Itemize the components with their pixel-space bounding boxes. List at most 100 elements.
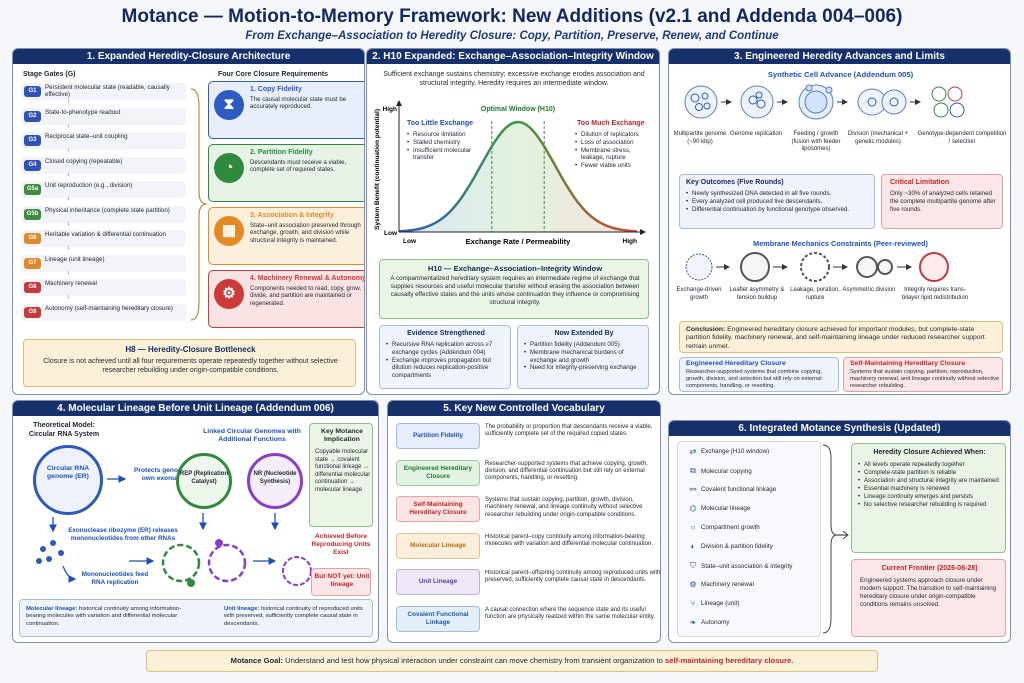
gate-label: Physical inheritance (complete state par… — [45, 206, 170, 214]
list-item: Exchange improves propagation but diluti… — [386, 357, 508, 380]
list-item: Partition fidelity (Addendum 005) — [524, 341, 646, 349]
key-outcomes-list: Newly synthesized DNA detected in all fi… — [686, 190, 872, 213]
too-much-title: Too Much Exchange — [577, 120, 645, 127]
list-item: Association and structural integrity are… — [858, 477, 1002, 485]
step-label: Division (mechanical + genetic modules) — [847, 131, 909, 145]
current-frontier-title: Current Frontier (2026-08-28) — [881, 565, 978, 572]
gate-badge: G7 — [24, 257, 41, 269]
self-maintaining-title: Self-Maintaining Hereditary Closure — [850, 360, 966, 367]
membrane-step-label: Exchange-driven growth — [676, 287, 722, 301]
critical-limitation-text: Only ~30% of analyzed cells retained the… — [890, 190, 996, 213]
step-label: Genotype-dependent competition / selecti… — [917, 131, 1007, 145]
membrane-step-label: Integrity requires trans-bilayer lipid r… — [901, 287, 969, 301]
down-arrow-icon: ↓ — [67, 220, 70, 227]
copy-icon: ⧉ — [690, 466, 696, 475]
h10-intro: Sufficient exchange sustains chemistry; … — [383, 71, 645, 88]
benefit-curve — [398, 120, 638, 233]
replication-cell-icon — [740, 85, 774, 119]
synthesis-label: Molecular copying — [701, 467, 752, 475]
gate-badge: G6 — [24, 233, 41, 244]
requirement-title: 2. Partition Fidelity — [250, 149, 313, 156]
compartment-icon: ○ — [690, 523, 696, 532]
synthesis-item: ◐Division & partition fidelity — [685, 542, 773, 551]
critical-limitation-title: Critical Limitation — [890, 179, 950, 186]
partition-icon: ◔ — [214, 153, 244, 183]
model-title: Theoretical Model: Circular RNA System — [28, 422, 100, 438]
heredity-closure-list: All levels operate repeatedly togetherCo… — [858, 461, 1002, 509]
panel-engineered-heredity: 3. Engineered Heredity Advances and Limi… — [668, 48, 1011, 395]
evidence-title: Evidence Strengthened — [407, 330, 485, 337]
current-frontier-box: Current Frontier (2026-08-28) Engineered… — [851, 559, 1006, 637]
gate-label: Reciprocal state–unit coupling — [45, 133, 128, 140]
division-icon: ◐ — [690, 542, 696, 551]
goal-highlight: self-maintaining hereditary closure. — [665, 656, 794, 665]
panel-title: 1. Expanded Heredity-Closure Architectur… — [13, 49, 364, 64]
requirement-title: 3. Association & Integrity — [250, 212, 334, 219]
membrane-step-label: Leakage, poration, rupture — [790, 287, 840, 301]
list-item: Complete-state partition is reliable — [858, 469, 1002, 477]
not-yet-box: But NOT yet: Unit lineage — [311, 568, 371, 596]
x-low-label: Low — [403, 238, 417, 245]
goal-text: Understand and test how physical interac… — [285, 656, 663, 665]
page-title: Motance — Motion-to-Memory Framework: Ne… — [121, 6, 903, 27]
synthetic-cell-steps — [684, 84, 965, 120]
list-item: Loss of association — [575, 139, 650, 147]
list-item: Newly synthesized DNA detected in all fi… — [686, 190, 872, 198]
panel-heredity-architecture: 1. Expanded Heredity-Closure Architectur… — [12, 48, 365, 395]
h8-title: H8 — Heredity-Closure Bottleneck — [125, 345, 256, 354]
vocab-term: Unit Lineage — [396, 569, 480, 595]
synthesis-stack — [677, 441, 821, 637]
list-item: All levels operate repeatedly together — [858, 461, 1002, 469]
exchange-icon: ⇄ — [689, 447, 697, 456]
lineage-definitions-box: Molecular lineage: historical continuity… — [19, 599, 373, 637]
gear-icon: ⚙ — [689, 580, 697, 589]
down-arrow-icon: ↓ — [67, 147, 70, 153]
key-outcomes-title: Key Outcomes (Five Rounds) — [686, 179, 784, 186]
gear-icon: ⚙ — [214, 279, 244, 309]
membrane-steps — [685, 252, 949, 282]
h10-box-title: H10 — Exchange–Association–Integrity Win… — [427, 264, 603, 273]
list-item: Differential continuation by functional … — [686, 206, 872, 214]
step-label: Genome replication — [729, 131, 783, 137]
panel-title: 4. Molecular Lineage Before Unit Lineage… — [13, 401, 378, 416]
stage-gate-row: G5b Physical inheritance (complete state … — [21, 205, 186, 223]
panel-title: 3. Engineered Heredity Advances and Limi… — [669, 49, 1010, 64]
synthesis-label: Compartment growth — [701, 524, 760, 531]
too-much-list: Dilution of replicatorsLoss of associati… — [575, 131, 650, 170]
lineage-icon: ⌬ — [689, 504, 697, 513]
requirement-desc: State–unit association preserved through… — [250, 222, 361, 244]
gate-badge: G5a — [24, 184, 41, 195]
page-subtitle: From Exchange–Association to Heredity Cl… — [245, 30, 779, 42]
membrane-step-label: Asymmetric division — [842, 287, 896, 293]
heredity-closure-title: Heredity Closure Achieved When: — [873, 449, 986, 456]
engineered-closure-text: Researcher-supported systems that combin… — [686, 369, 822, 390]
synthesis-item: ❧Autonomy — [685, 618, 730, 627]
conclusion-text-block: Conclusion: Engineered hereditary closur… — [686, 326, 998, 351]
engineered-closure-box: Engineered Hereditary Closure Researcher… — [679, 357, 839, 392]
self-maintaining-text: Systems that sustain copying, partition,… — [850, 369, 1000, 390]
membrane-title: Membrane Mechanics Constraints (Peer-rev… — [753, 239, 928, 248]
gate-badge: G5b — [24, 208, 41, 220]
er-genome-circle — [33, 445, 103, 515]
requirement-desc: The causal molecular state must be accur… — [250, 96, 347, 111]
key-implication-title: Key Motance Implication — [321, 428, 363, 444]
evidence-box: Evidence Strengthened Recursive RNA repl… — [379, 325, 511, 389]
synthesis-label: Machinery renewal — [701, 581, 754, 588]
window-label-label: Optimal Window (H10) — [481, 106, 555, 113]
key-implication-text: Copyable molecular state → covalent func… — [315, 449, 371, 493]
self-maintaining-box: Self-Maintaining Hereditary Closure Syst… — [843, 357, 1003, 392]
gate-label: Lineage (unit lineage) — [45, 255, 105, 263]
unit-lineage-text: historical continuity of reproduced unit… — [224, 606, 363, 627]
y-axis-label: System Benefit (continuation potential) — [374, 109, 381, 230]
synthesis-item: ⇄Exchange (H10 window) — [685, 447, 770, 456]
gate-label: State-to-phenotype readout — [45, 108, 121, 116]
rep-label: REP (Replication Catalyst) — [179, 471, 229, 485]
genome-cell-icon — [684, 85, 718, 119]
key-implication-box: Key Motance Implication Copyable molecul… — [309, 423, 373, 527]
